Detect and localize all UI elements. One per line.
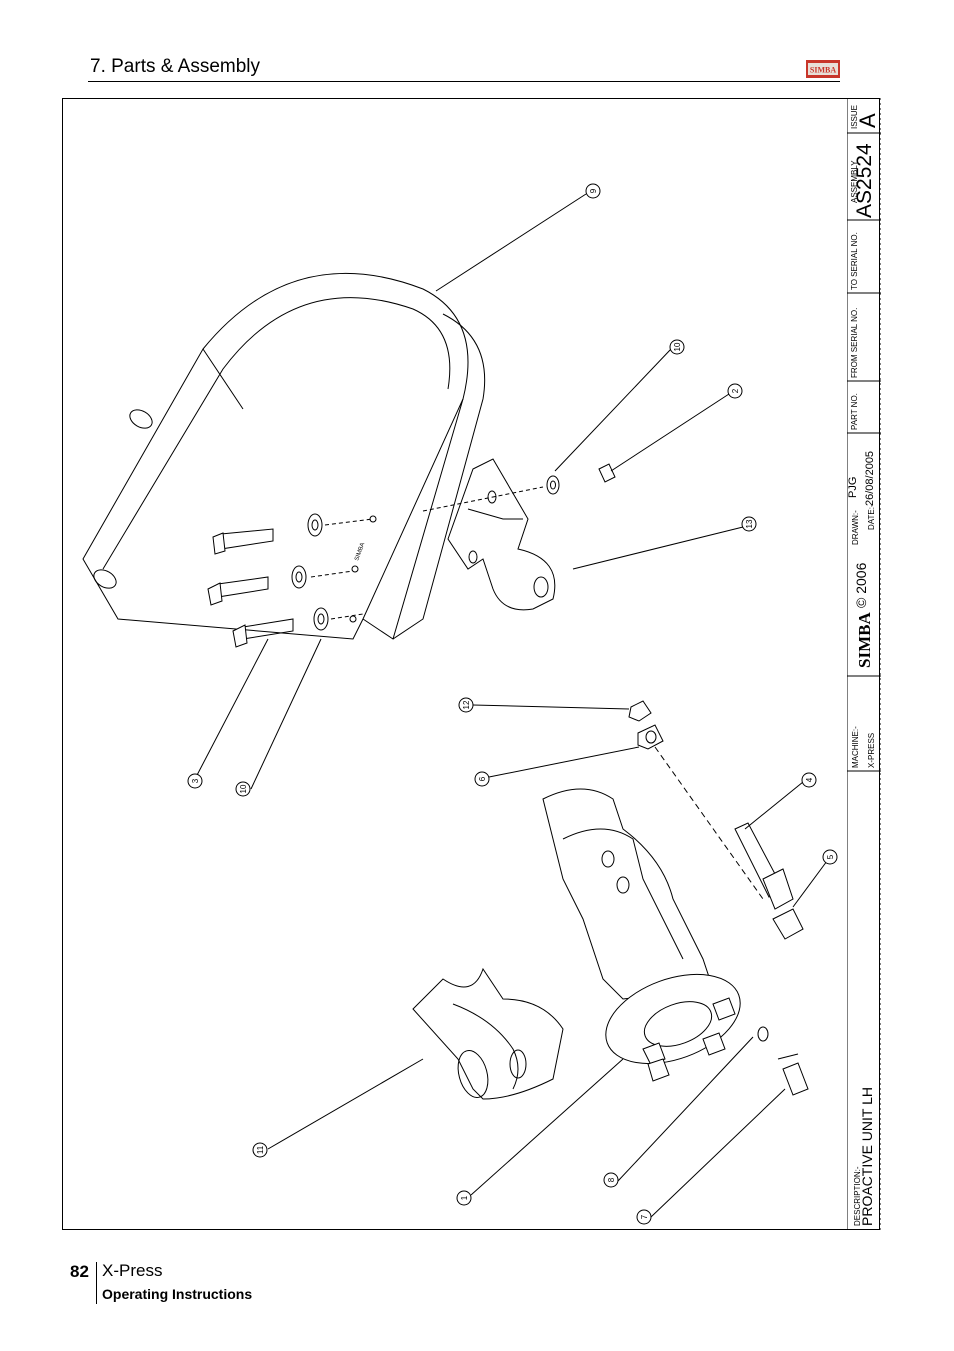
logo-text: SIMBA: [810, 66, 836, 75]
axle-housing: [542, 788, 809, 1096]
cup-part: [412, 967, 564, 1100]
nuts: [628, 700, 764, 900]
svg-text:6: 6: [478, 776, 487, 781]
svg-text:3: 3: [191, 778, 200, 783]
drawn-label: DRAWN:-: [851, 510, 860, 545]
callout-1: 1: [456, 1190, 472, 1206]
titleblock-brand: SIMBA: [855, 612, 874, 668]
title-block: ISSUE A ASSEMBLY AS2524 TO SERIAL NO. FR…: [847, 98, 881, 1230]
simba-logo: SIMBA: [806, 60, 840, 78]
svg-text:5: 5: [826, 854, 835, 859]
svg-text:10: 10: [673, 342, 682, 351]
machine-value: X-PRESS: [867, 732, 876, 768]
title-block-lines: [847, 98, 881, 1230]
callout-10a: 10: [669, 339, 685, 355]
callout-6: 6: [474, 771, 490, 787]
svg-text:9: 9: [589, 188, 598, 193]
part-no-label: PART NO.: [850, 393, 859, 430]
copyright: © 2006: [853, 562, 869, 608]
callout-9: 9: [585, 183, 601, 199]
issue-value: A: [855, 113, 880, 128]
svg-text:4: 4: [805, 777, 814, 782]
bolts: [207, 513, 374, 648]
from-serial-label: FROM SERIAL NO.: [850, 307, 859, 378]
callout-4: 4: [801, 772, 817, 788]
header-rule: [88, 81, 840, 82]
to-serial-label: TO SERIAL NO.: [850, 232, 859, 290]
callout-5: 5: [822, 849, 838, 865]
callout-8: 8: [603, 1172, 619, 1188]
mount-bracket: [422, 458, 616, 611]
assembly-number: AS2524: [853, 143, 876, 218]
section-title: 7. Parts & Assembly: [90, 56, 261, 77]
svg-text:10: 10: [239, 784, 248, 793]
callout-7: 7: [636, 1209, 652, 1225]
callout-2: 2: [727, 383, 743, 399]
callout-10b: 10: [235, 781, 251, 797]
long-bolt: [734, 822, 804, 940]
callout-12: 12: [458, 697, 474, 713]
svg-text:2: 2: [731, 388, 740, 393]
u-bracket: SIMBA: [82, 272, 486, 640]
date-label: DATE:-: [867, 504, 876, 530]
product-name: X-Press: [102, 1261, 163, 1280]
machine-label: MACHINE:-: [851, 726, 860, 768]
svg-text:8: 8: [607, 1177, 616, 1182]
svg-text:1: 1: [460, 1195, 469, 1200]
svg-text:13: 13: [745, 519, 754, 528]
drawn-value: PJG: [847, 476, 859, 498]
callout-3: 3: [187, 773, 203, 789]
drawing-frame: [62, 98, 880, 1230]
callout-11: 11: [252, 1142, 268, 1158]
svg-text:7: 7: [640, 1214, 649, 1219]
date-value: 26/08/2005: [864, 450, 876, 506]
svg-text:12: 12: [462, 700, 471, 709]
exploded-assembly-drawing: SIMBA: [82, 183, 838, 1225]
footer-divider: [96, 1262, 97, 1304]
page-number: 82: [70, 1262, 89, 1281]
description-value: PROACTIVE UNIT LH: [859, 1087, 875, 1226]
document-subtitle: Operating Instructions: [102, 1286, 253, 1302]
leader-lines: [194, 193, 828, 1218]
callout-13: 13: [741, 516, 757, 532]
svg-text:11: 11: [256, 1145, 265, 1154]
